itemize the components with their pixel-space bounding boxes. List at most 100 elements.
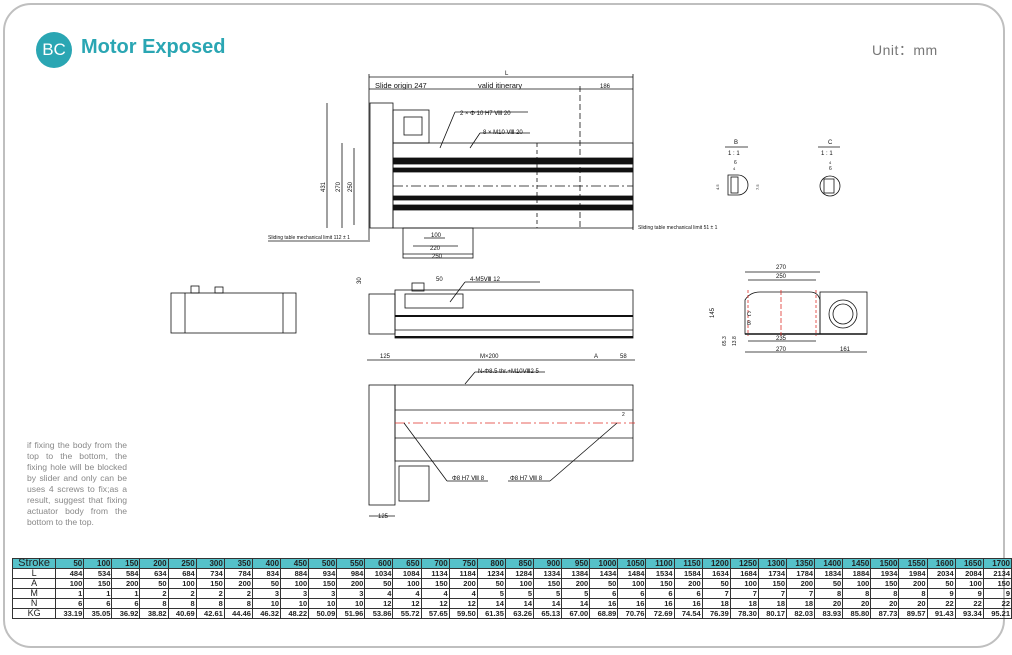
- detail-b-scale: 1 : 1: [728, 151, 740, 157]
- dim-186: 186: [600, 84, 611, 90]
- table-cell: 20: [814, 598, 844, 609]
- table-cell: 300: [195, 558, 225, 569]
- table-cell: 100: [954, 578, 984, 589]
- table-cell: 40.69: [167, 608, 197, 619]
- table-cell: 1550: [898, 558, 928, 569]
- series-badge: BC: [36, 32, 72, 68]
- end-dim-270: 270: [776, 265, 787, 271]
- table-cell: 6: [673, 588, 703, 599]
- table-cell: 634: [139, 568, 169, 579]
- table-cell: 6: [111, 598, 141, 609]
- table-cell: 1884: [842, 568, 872, 579]
- detail-b-title: B: [734, 140, 738, 146]
- table-cell: 150: [420, 578, 450, 589]
- table-cell: 1000: [589, 558, 619, 569]
- table-cell: 35.05: [83, 608, 113, 619]
- table-cell: 44.46: [223, 608, 253, 619]
- table-cell: 150: [645, 578, 675, 589]
- table-cell: 14: [561, 598, 591, 609]
- table-cell: 784: [223, 568, 253, 579]
- table-cell: 150: [982, 578, 1012, 589]
- table-cell: 12: [448, 598, 478, 609]
- dim-220: 220: [430, 246, 441, 252]
- table-cell: 200: [785, 578, 816, 589]
- hole-callout-1: 2 × Φ 10 H7 Ⅷ 20: [460, 111, 511, 117]
- table-cell: 8: [842, 588, 872, 599]
- table-cell: 8: [870, 588, 900, 599]
- table-cell: 2: [167, 588, 197, 599]
- row-label: N: [11, 598, 57, 609]
- table-cell: 200: [111, 578, 141, 589]
- table-cell: 9: [982, 588, 1012, 599]
- detail-b-75: 7.5: [755, 184, 760, 190]
- table-cell: 10: [336, 598, 366, 609]
- table-cell: 734: [195, 568, 225, 579]
- table-cell: 22: [954, 598, 984, 609]
- table-cell: 200: [448, 578, 478, 589]
- end-label-b: B: [747, 321, 751, 327]
- table-cell: 10: [308, 598, 338, 609]
- table-cell: 61.35: [476, 608, 506, 619]
- table-cell: 1534: [645, 568, 675, 579]
- table-cell: 400: [251, 558, 282, 569]
- table-cell: 50: [476, 578, 506, 589]
- table-cell: 63.26: [504, 608, 535, 619]
- table-cell: 1400: [814, 558, 844, 569]
- valid-itinerary-label: valid itinerary: [478, 81, 522, 90]
- table-cell: 8: [195, 598, 225, 609]
- table-cell: 16: [645, 598, 675, 609]
- table-cell: 100: [392, 578, 422, 589]
- table-cell: 1050: [617, 558, 647, 569]
- table-cell: 1100: [645, 558, 675, 569]
- table-cell: 1600: [926, 558, 956, 569]
- table-cell: 10: [280, 598, 310, 609]
- detail-b: B 1 : 1 6 4 4.5 7.5: [715, 140, 760, 196]
- table-cell: 1234: [476, 568, 506, 579]
- table-cell: 750: [448, 558, 478, 569]
- table-cell: 6: [83, 598, 113, 609]
- table-cell: 100: [729, 578, 759, 589]
- table-cell: 20: [898, 598, 928, 609]
- table-cell: 1084: [392, 568, 422, 579]
- top-view: L Slide origin 247 valid itinerary 186 2…: [268, 71, 718, 260]
- table-cell: 80.17: [757, 608, 788, 619]
- table-cell: 1450: [842, 558, 872, 569]
- table-cell: 984: [336, 568, 366, 579]
- table-cell: 42.61: [195, 608, 225, 619]
- table-cell: 900: [533, 558, 563, 569]
- table-cell: 150: [111, 558, 141, 569]
- table-cell: 48.22: [280, 608, 310, 619]
- end-dim-145: 145: [710, 307, 716, 318]
- table-cell: 800: [476, 558, 506, 569]
- table-cell: 6: [617, 588, 647, 599]
- table-cell: 100: [504, 578, 535, 589]
- table-cell: 1584: [673, 568, 703, 579]
- table-cell: 78.30: [729, 608, 759, 619]
- table-cell: 18: [757, 598, 788, 609]
- table-cell: 100: [55, 578, 85, 589]
- table-cell: 18: [701, 598, 731, 609]
- table-cell: 150: [757, 578, 788, 589]
- table-cell: 250: [167, 558, 197, 569]
- side-dim-30: 30: [357, 277, 363, 284]
- table-cell: 1984: [898, 568, 928, 579]
- side-view: 50 30 4-M5Ⅷ 12: [357, 277, 634, 339]
- table-cell: 1150: [673, 558, 703, 569]
- detail-c-title: C: [828, 140, 833, 146]
- table-cell: 100: [842, 578, 872, 589]
- table-cell: 22: [982, 598, 1012, 609]
- table-cell: 4: [420, 588, 450, 599]
- table-cell: 200: [898, 578, 928, 589]
- table-cell: 50.09: [308, 608, 338, 619]
- slide-origin-label: Slide origin 247: [375, 81, 427, 90]
- table-cell: 72.69: [645, 608, 675, 619]
- table-cell: 18: [785, 598, 816, 609]
- end-dim-138: 13.8: [732, 336, 738, 346]
- table-cell: 1834: [814, 568, 844, 579]
- table-cell: 350: [223, 558, 253, 569]
- limit-left-label: Sliding table mechanical limit 112 ± 1: [268, 235, 350, 241]
- dim-431: 431: [321, 181, 327, 192]
- table-cell: 16: [673, 598, 703, 609]
